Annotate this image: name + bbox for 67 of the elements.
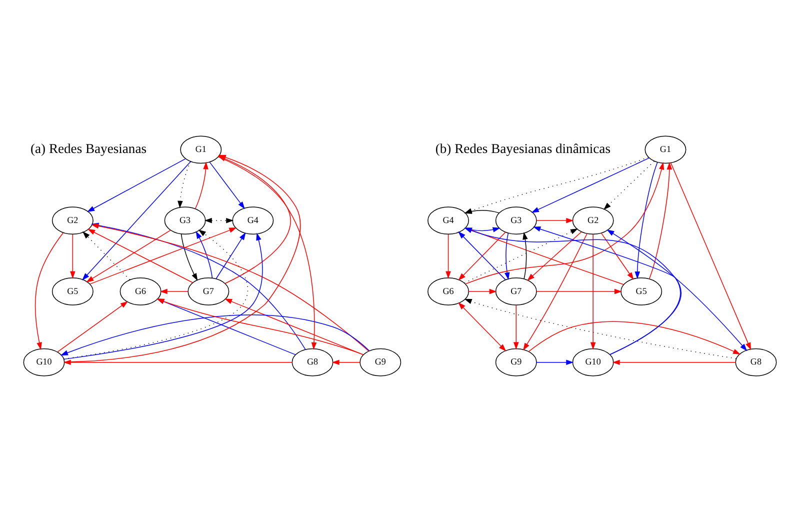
node-ellipse: G6 xyxy=(120,277,162,305)
arrow xyxy=(527,230,582,280)
node-ellipse: G9 xyxy=(360,348,402,376)
node-ellipse: G5 xyxy=(52,277,94,305)
node-ellipse: G6 xyxy=(428,277,469,305)
arrow xyxy=(160,288,188,294)
node-ellipse: G8 xyxy=(292,348,334,376)
node-ellipse: G10 xyxy=(572,348,614,376)
arrow xyxy=(156,298,296,355)
arrow xyxy=(178,160,192,208)
label: (a) Redes Bayesianas xyxy=(30,140,147,156)
arrow xyxy=(87,158,186,212)
arrow xyxy=(606,229,748,351)
node-ellipse: G3 xyxy=(495,206,537,234)
arrow xyxy=(528,320,741,354)
arrow xyxy=(224,298,364,355)
arrow xyxy=(536,217,574,223)
node-ellipse: G8 xyxy=(735,348,777,376)
arrow xyxy=(634,162,658,279)
arrow xyxy=(70,233,76,278)
arrow xyxy=(209,161,245,209)
arrow xyxy=(464,298,737,358)
node-ellipse: G2 xyxy=(572,206,614,234)
arrow xyxy=(600,232,634,280)
arrow xyxy=(216,232,246,279)
arrow xyxy=(90,227,237,284)
arrow xyxy=(533,226,681,354)
arrow xyxy=(156,298,364,355)
node-ellipse: G5 xyxy=(620,277,662,305)
arrow xyxy=(446,233,451,278)
arrow xyxy=(194,161,208,209)
node-ellipse: G1 xyxy=(644,135,686,164)
arrow xyxy=(82,160,191,280)
arrow xyxy=(204,217,234,223)
node-ellipse: G1 xyxy=(180,135,222,164)
arrow xyxy=(82,230,130,280)
node-ellipse: G10 xyxy=(23,348,65,376)
arrow xyxy=(458,302,506,351)
arrow xyxy=(56,300,128,352)
node-ellipse: G7 xyxy=(495,277,537,305)
arrow xyxy=(648,161,672,279)
node-ellipse: G2 xyxy=(52,206,94,234)
arrow xyxy=(590,233,596,350)
arrow xyxy=(523,232,588,350)
arrow xyxy=(60,314,370,355)
arrow xyxy=(35,232,64,350)
arrow xyxy=(536,359,574,364)
arrow xyxy=(88,228,194,283)
arrow xyxy=(603,160,655,210)
arrow xyxy=(468,288,497,294)
arrow xyxy=(196,230,213,278)
arrow xyxy=(514,304,519,350)
arrow xyxy=(531,157,650,212)
arrow xyxy=(612,359,736,364)
node-ellipse: G7 xyxy=(188,277,230,305)
arrow xyxy=(670,162,752,350)
arrow xyxy=(180,233,198,280)
arrow xyxy=(504,232,510,280)
arrow xyxy=(332,359,360,364)
node-ellipse: G4 xyxy=(232,206,274,234)
arrow xyxy=(536,288,622,294)
node-ellipse: G4 xyxy=(428,206,469,234)
node-ellipse: G9 xyxy=(495,348,537,376)
arrow xyxy=(86,229,171,282)
label: (b) Redes Bayesianas dinâmicas xyxy=(435,140,611,156)
arrow xyxy=(522,231,528,279)
node-ellipse: G3 xyxy=(164,206,206,234)
